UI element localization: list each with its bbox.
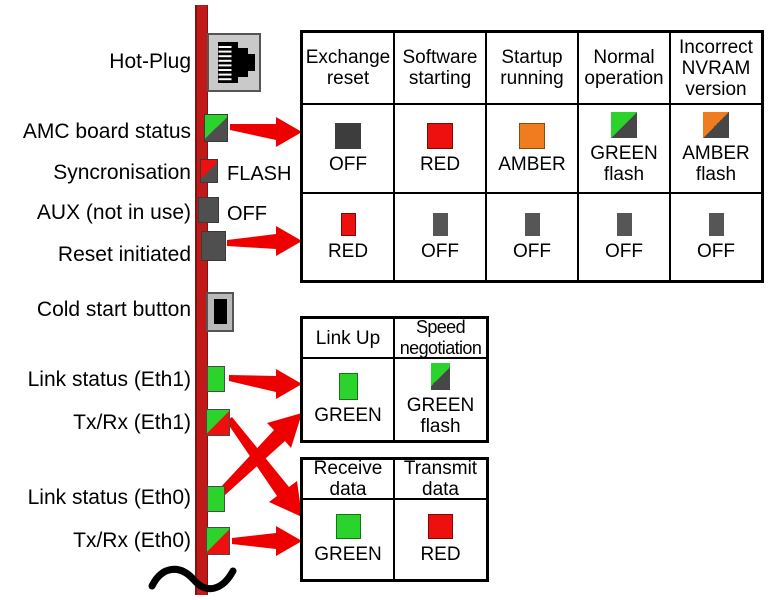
led-off-icon — [432, 212, 448, 236]
led-off-icon — [616, 212, 632, 236]
txrx-eth1-led — [206, 409, 230, 436]
amc-top-cell-software-starting: RED — [394, 104, 486, 193]
led-off-icon — [524, 212, 540, 236]
reset-initiated-led — [201, 231, 226, 261]
led-green-icon — [338, 373, 358, 400]
amc-bottom-cell-incorrect-nvram: OFF — [670, 193, 762, 281]
amc-header-exchange-reset: Exchange reset — [302, 32, 394, 104]
arrow-link-eth1-to-table — [229, 369, 302, 399]
amc-header-normal-operation: Normal operation — [578, 32, 670, 104]
led-green-flash-icon — [611, 112, 637, 138]
amc-top-cell-startup-running: AMBER — [486, 104, 578, 193]
cold-start-button — [206, 292, 234, 332]
amc-status-table: Exchange reset Software starting Startup… — [300, 30, 764, 283]
aux-led — [198, 197, 219, 223]
label-hot-plug: Hot-Plug — [109, 50, 191, 73]
data-cell-transmit: RED — [394, 499, 487, 580]
link-header-speed-negotiation: Speed negotiation — [394, 318, 487, 358]
amc-bottom-cell-software-starting: OFF — [394, 193, 486, 281]
led-off-icon — [708, 212, 724, 236]
board-break-squiggle — [148, 566, 237, 593]
label-reset-initiated: Reset initiated — [57, 243, 191, 266]
led-state-label: OFF — [513, 240, 551, 262]
led-state-label: RED — [327, 240, 369, 262]
led-state-label: GREEN flash — [590, 143, 658, 185]
led-red-icon — [427, 122, 453, 149]
led-amber-icon — [519, 122, 545, 149]
amc-bottom-cell-normal-operation: OFF — [578, 193, 670, 281]
link-eth0-led — [207, 486, 225, 512]
amc-header-incorrect-nvram: Incorrect NVRAM version — [670, 32, 762, 104]
led-state-label: AMBER flash — [682, 143, 750, 185]
amc-board-status-led — [204, 114, 228, 142]
note-aux-off: OFF — [227, 203, 267, 225]
label-link-eth0: Link status (Eth0) — [27, 486, 191, 509]
syncronisation-led — [200, 159, 218, 183]
amc-bottom-cell-startup-running: OFF — [486, 193, 578, 281]
led-red-icon — [340, 212, 356, 236]
cold-start-plunger — [213, 299, 227, 324]
label-txrx-eth0: Tx/Rx (Eth0) — [73, 529, 191, 552]
amc-bottom-cell-exchange-reset: RED — [302, 193, 394, 281]
link-cell-link-up: GREEN — [302, 358, 394, 441]
data-header-receive: Receive data — [302, 459, 394, 499]
led-state-label: RED — [419, 153, 461, 175]
led-off-icon — [335, 122, 361, 149]
data-cell-receive: GREEN — [302, 499, 394, 580]
arrow-txrx-eth1-to-table — [226, 417, 302, 517]
link-cell-speed-negotiation: GREEN flash — [394, 358, 487, 441]
label-syncronisation: Syncronisation — [53, 161, 191, 184]
eth-data-table: Receive data Transmit data GREEN RED — [300, 457, 489, 582]
hot-plug-connector-icon — [207, 33, 261, 92]
label-aux: AUX (not in use) — [36, 201, 191, 224]
led-state-label: OFF — [605, 240, 643, 262]
link-eth1-led — [207, 366, 225, 392]
rj45-jack-icon — [218, 42, 255, 83]
arrow-amc-status-to-table — [230, 117, 302, 147]
data-header-transmit: Transmit data — [394, 459, 487, 499]
led-state-label: GREEN — [314, 405, 382, 426]
label-amc-board-status: AMC board status — [22, 120, 191, 143]
label-cold-start: Cold start button — [36, 298, 191, 321]
arrow-reset-to-table — [227, 226, 302, 256]
led-red-icon — [428, 514, 453, 539]
amc-header-startup-running: Startup running — [486, 32, 578, 104]
txrx-eth0-led — [206, 527, 230, 555]
amc-top-cell-exchange-reset: OFF — [302, 104, 394, 193]
arrow-link-eth0-to-table — [219, 413, 302, 495]
arrow-txrx-eth0-to-table — [232, 526, 302, 556]
eth-link-status-table: Link Up Speed negotiation GREEN GREEN fl… — [300, 316, 489, 443]
led-state-label: GREEN — [314, 544, 382, 565]
led-state-label: OFF — [697, 240, 735, 262]
label-txrx-eth1: Tx/Rx (Eth1) — [73, 411, 191, 434]
led-state-label: RED — [420, 544, 461, 565]
amc-header-software-starting: Software starting — [394, 32, 486, 104]
amc-top-cell-incorrect-nvram: AMBER flash — [670, 104, 762, 193]
led-green-icon — [335, 514, 361, 539]
link-header-link-up: Link Up — [302, 318, 394, 358]
amc-top-cell-normal-operation: GREEN flash — [578, 104, 670, 193]
led-state-label: OFF — [329, 153, 367, 175]
led-state-label: GREEN flash — [406, 394, 475, 437]
led-state-label: OFF — [421, 240, 459, 262]
led-amber-flash-icon — [703, 112, 729, 138]
note-sync-flash: FLASH — [227, 163, 292, 185]
led-green-flash-icon — [431, 362, 450, 390]
label-link-eth1: Link status (Eth1) — [27, 368, 191, 391]
led-state-label: AMBER — [498, 153, 566, 175]
